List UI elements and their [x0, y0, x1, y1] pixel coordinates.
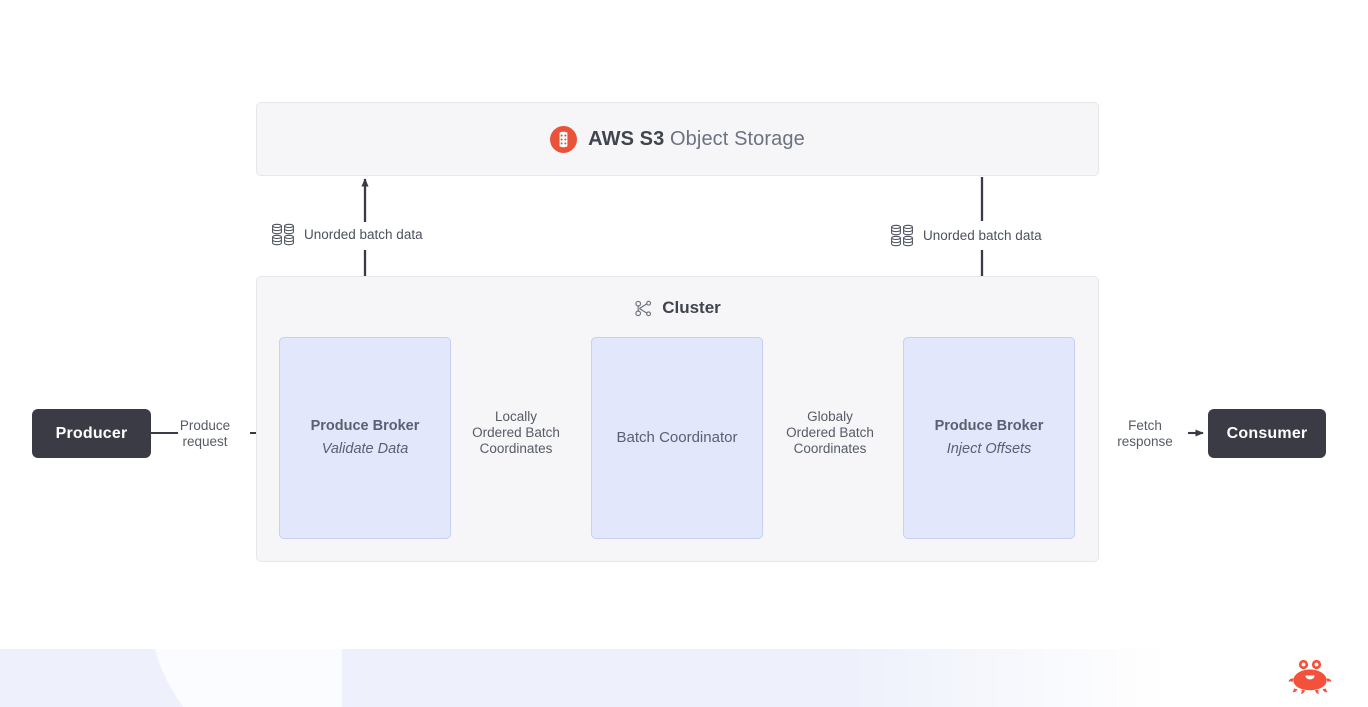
s3-title-row: AWS S3 Object Storage	[550, 125, 805, 153]
endpoint-consumer-label: Consumer	[1226, 424, 1308, 442]
node-batch-coordinator[interactable]: Batch Coordinator	[591, 337, 763, 539]
s3-suffix-label: Object Storage	[664, 127, 805, 150]
edge-label-produce-request: Produce request	[179, 418, 231, 449]
edge-label-fetch-response: Fetch response	[1117, 418, 1173, 449]
crab-logo	[1288, 656, 1332, 696]
footer-band	[0, 649, 1368, 707]
edge-label-unorded-batch-data-upload: Unorded batch data	[271, 223, 423, 246]
footer-fade-decoration	[848, 649, 1368, 707]
s3-title-label: AWS S3 Object Storage	[588, 128, 805, 151]
node-title: Produce Broker	[310, 417, 420, 434]
endpoint-producer-label: Producer	[55, 424, 128, 442]
network-topology-icon	[634, 299, 653, 318]
node-produce-broker-inject-offsets[interactable]: Produce Broker Inject Offsets	[903, 337, 1075, 539]
unorded-batch-data-download-text: Unorded batch data	[923, 228, 1042, 243]
unorded-batch-data-upload-text: Unorded batch data	[304, 227, 423, 242]
node-subtitle: Validate Data	[321, 441, 409, 457]
endpoint-producer[interactable]: Producer	[32, 409, 151, 458]
edge-label-unorded-batch-data-download: Unorded batch data	[890, 224, 1042, 247]
node-produce-broker-validate-data[interactable]: Produce Broker Validate Data	[279, 337, 451, 539]
cluster-title-row: Cluster	[257, 298, 1098, 318]
node-title: Batch Coordinator	[616, 429, 738, 447]
s3-object-storage-container: AWS S3 Object Storage	[256, 102, 1099, 176]
node-title: Produce Broker	[934, 417, 1044, 434]
cluster-label: Cluster	[662, 298, 721, 317]
s3-brand-label: AWS S3	[588, 127, 665, 150]
endpoint-consumer[interactable]: Consumer	[1208, 409, 1326, 458]
edge-label-locally-ordered-batch-coordinates: Locally Ordered Batch Coordinates	[472, 409, 560, 456]
footer-swoosh-decoration	[150, 649, 342, 707]
aws-s3-icon	[550, 125, 578, 153]
database-grid-icon	[271, 223, 296, 246]
node-subtitle: Inject Offsets	[946, 441, 1032, 457]
edge-label-globaly-ordered-batch-coordinates: Globaly Ordered Batch Coordinates	[786, 409, 874, 456]
database-grid-icon	[890, 224, 915, 247]
